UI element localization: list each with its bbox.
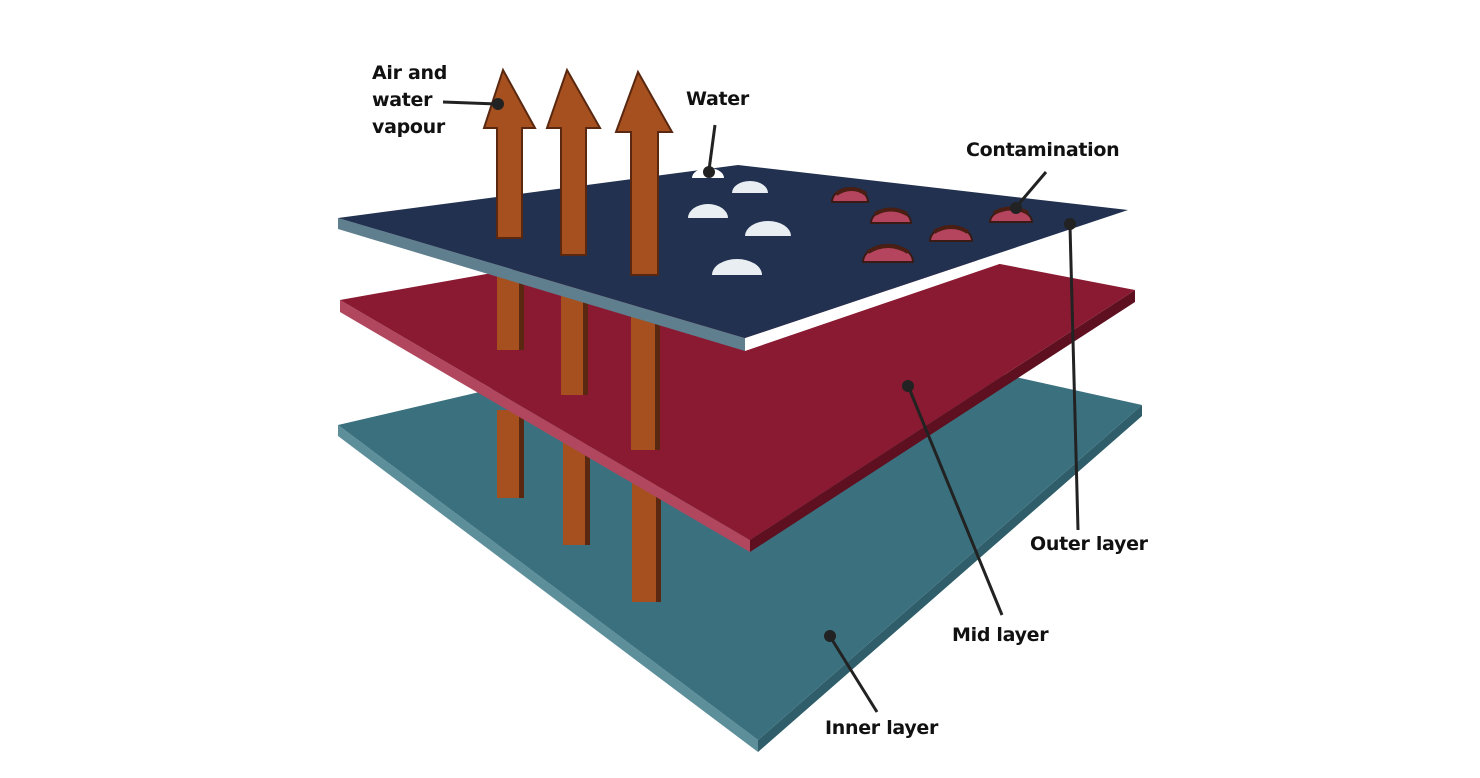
inner-layer-label: Inner layer (825, 717, 939, 739)
arrow-up-icon (482, 67, 537, 239)
contamination-label: Contamination (966, 139, 1120, 161)
air-vapour-arrows (482, 67, 674, 276)
outer-layer (338, 165, 1128, 351)
arrow-segments-lower (497, 410, 661, 602)
air-vapour-label: Air and water vapour (372, 60, 447, 141)
air-vapour-label-line2: water (372, 89, 433, 111)
arrow-up-icon (545, 67, 602, 256)
leader-lines (442, 98, 1080, 713)
outer-layer-label: Outer layer (1030, 533, 1148, 555)
arrow-up-icon (614, 69, 674, 276)
mid-layer (340, 228, 1135, 552)
arrow-segments-middle (497, 270, 660, 450)
contamination-droplets (830, 187, 1034, 263)
water-label: Water (686, 88, 749, 110)
air-vapour-label-line3: vapour (372, 116, 445, 138)
mid-layer-label: Mid layer (952, 624, 1049, 646)
water-droplets (688, 168, 791, 275)
air-vapour-label-line1: Air and (372, 62, 448, 84)
